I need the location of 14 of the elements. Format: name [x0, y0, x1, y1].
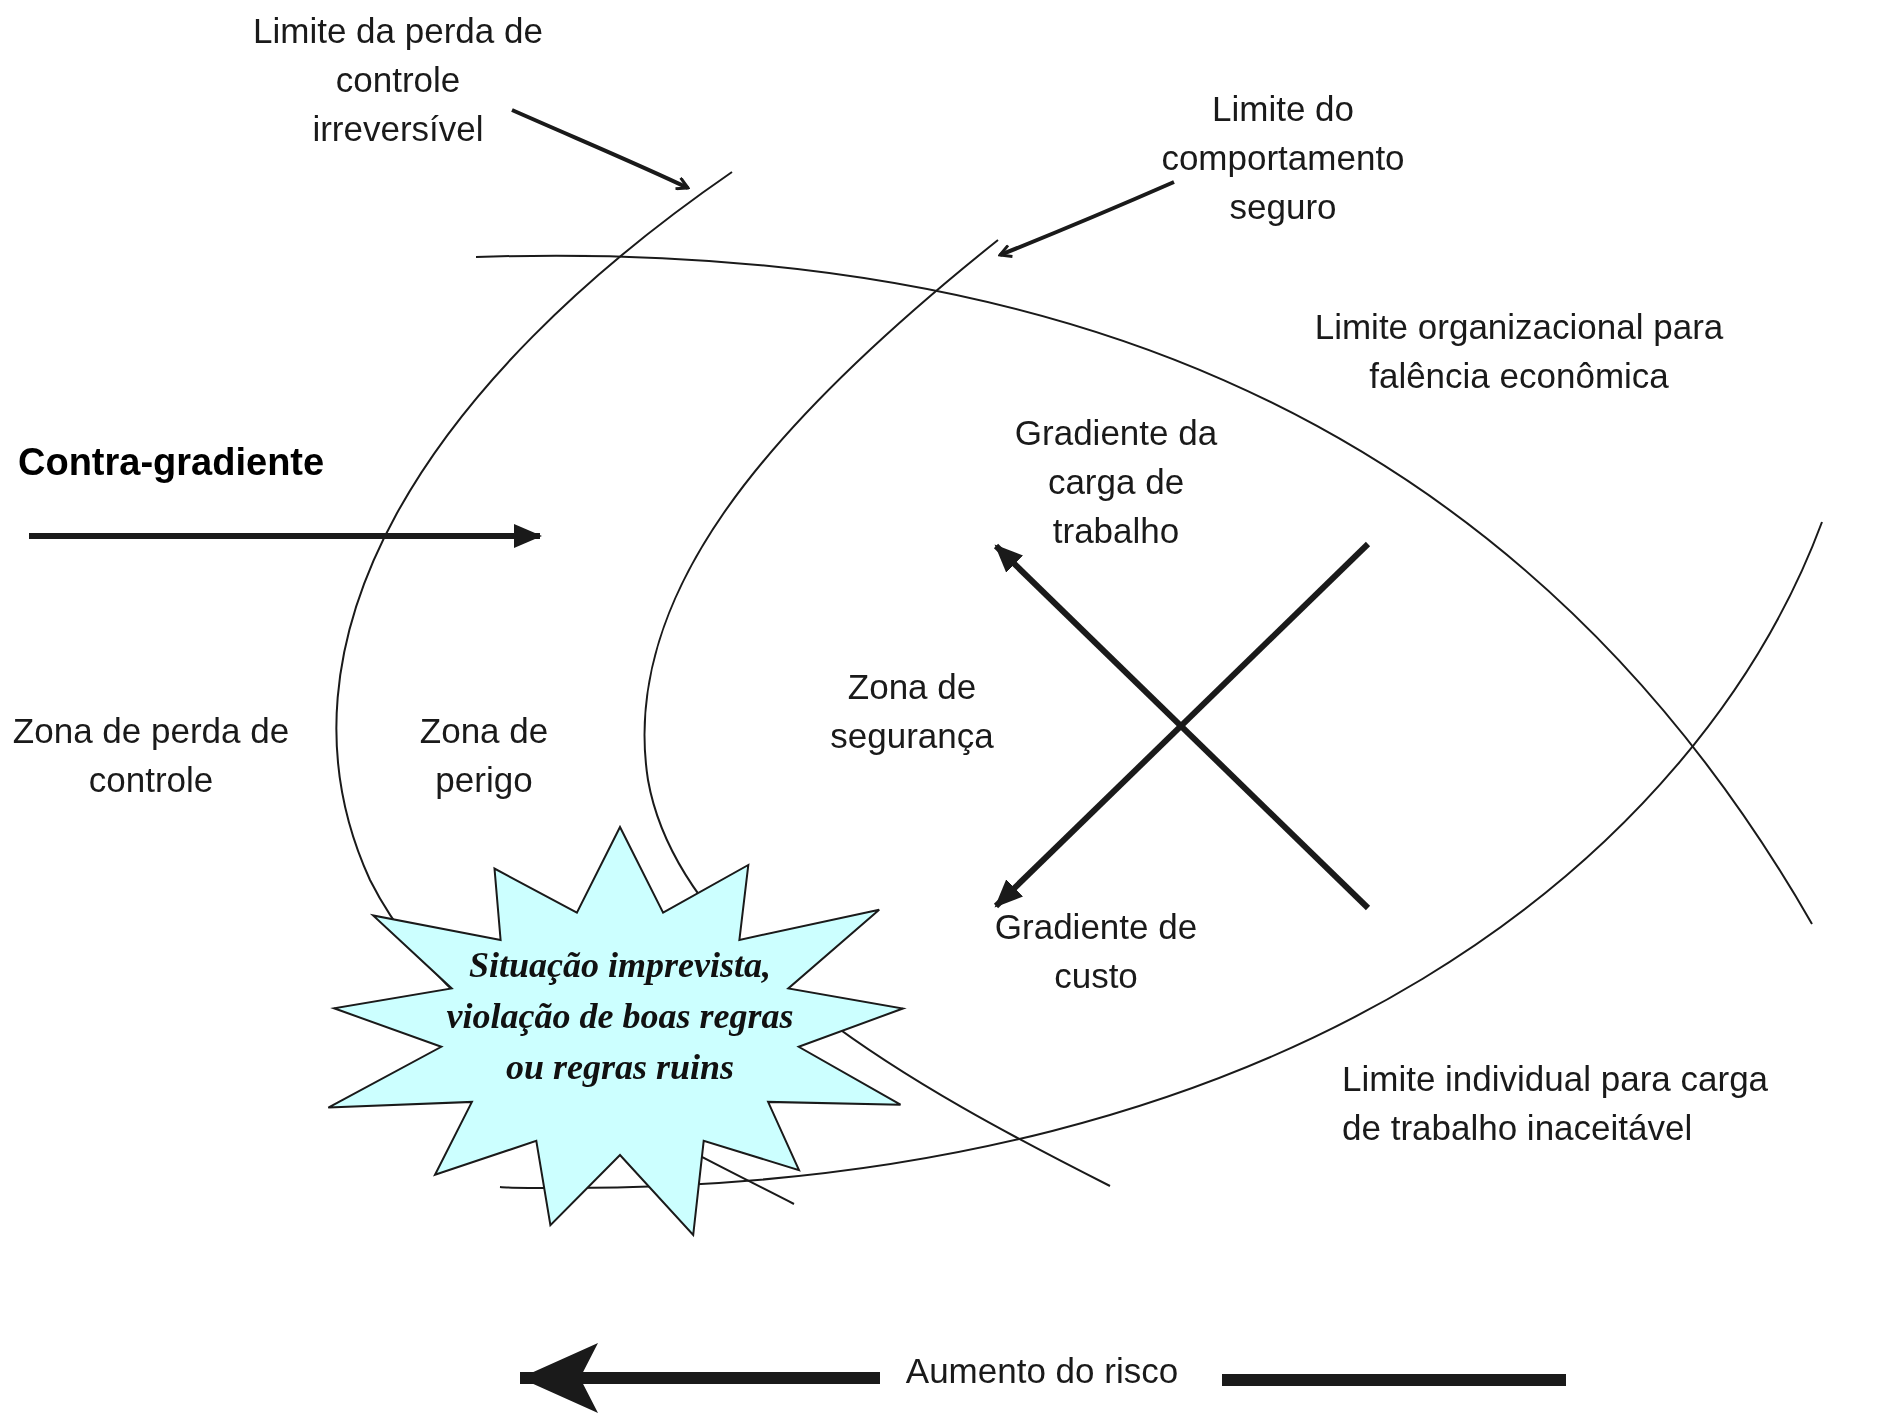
- arrow-label: Contra-gradiente: [18, 440, 326, 485]
- boundary-label: Limite organizacional para falência econômica: [1313, 306, 1725, 397]
- boundary-label: Limite da perda de controle irreversível: [248, 6, 548, 153]
- arrow-label: Aumento do risco: [904, 1350, 1180, 1392]
- callout-text: Situação imprevista, violação de boas regras ou regras ruins: [445, 944, 795, 1089]
- boundary-label: Limite individual para carga de trabalho inaceitável: [1342, 1058, 1770, 1149]
- zone-label: Zona de perda de controle: [11, 710, 291, 801]
- leader-arrow: [511, 108, 690, 191]
- boundary-label: Limite do comportamento seguro: [1133, 84, 1433, 231]
- gradient-label: Gradiente da carga de trabalho: [1013, 412, 1219, 552]
- zone-label: Zona de perigo: [418, 710, 550, 801]
- gradient-label: Gradiente de custo: [993, 906, 1199, 997]
- leader-arrow: [998, 180, 1175, 258]
- zone-label: Zona de segurança: [829, 666, 995, 757]
